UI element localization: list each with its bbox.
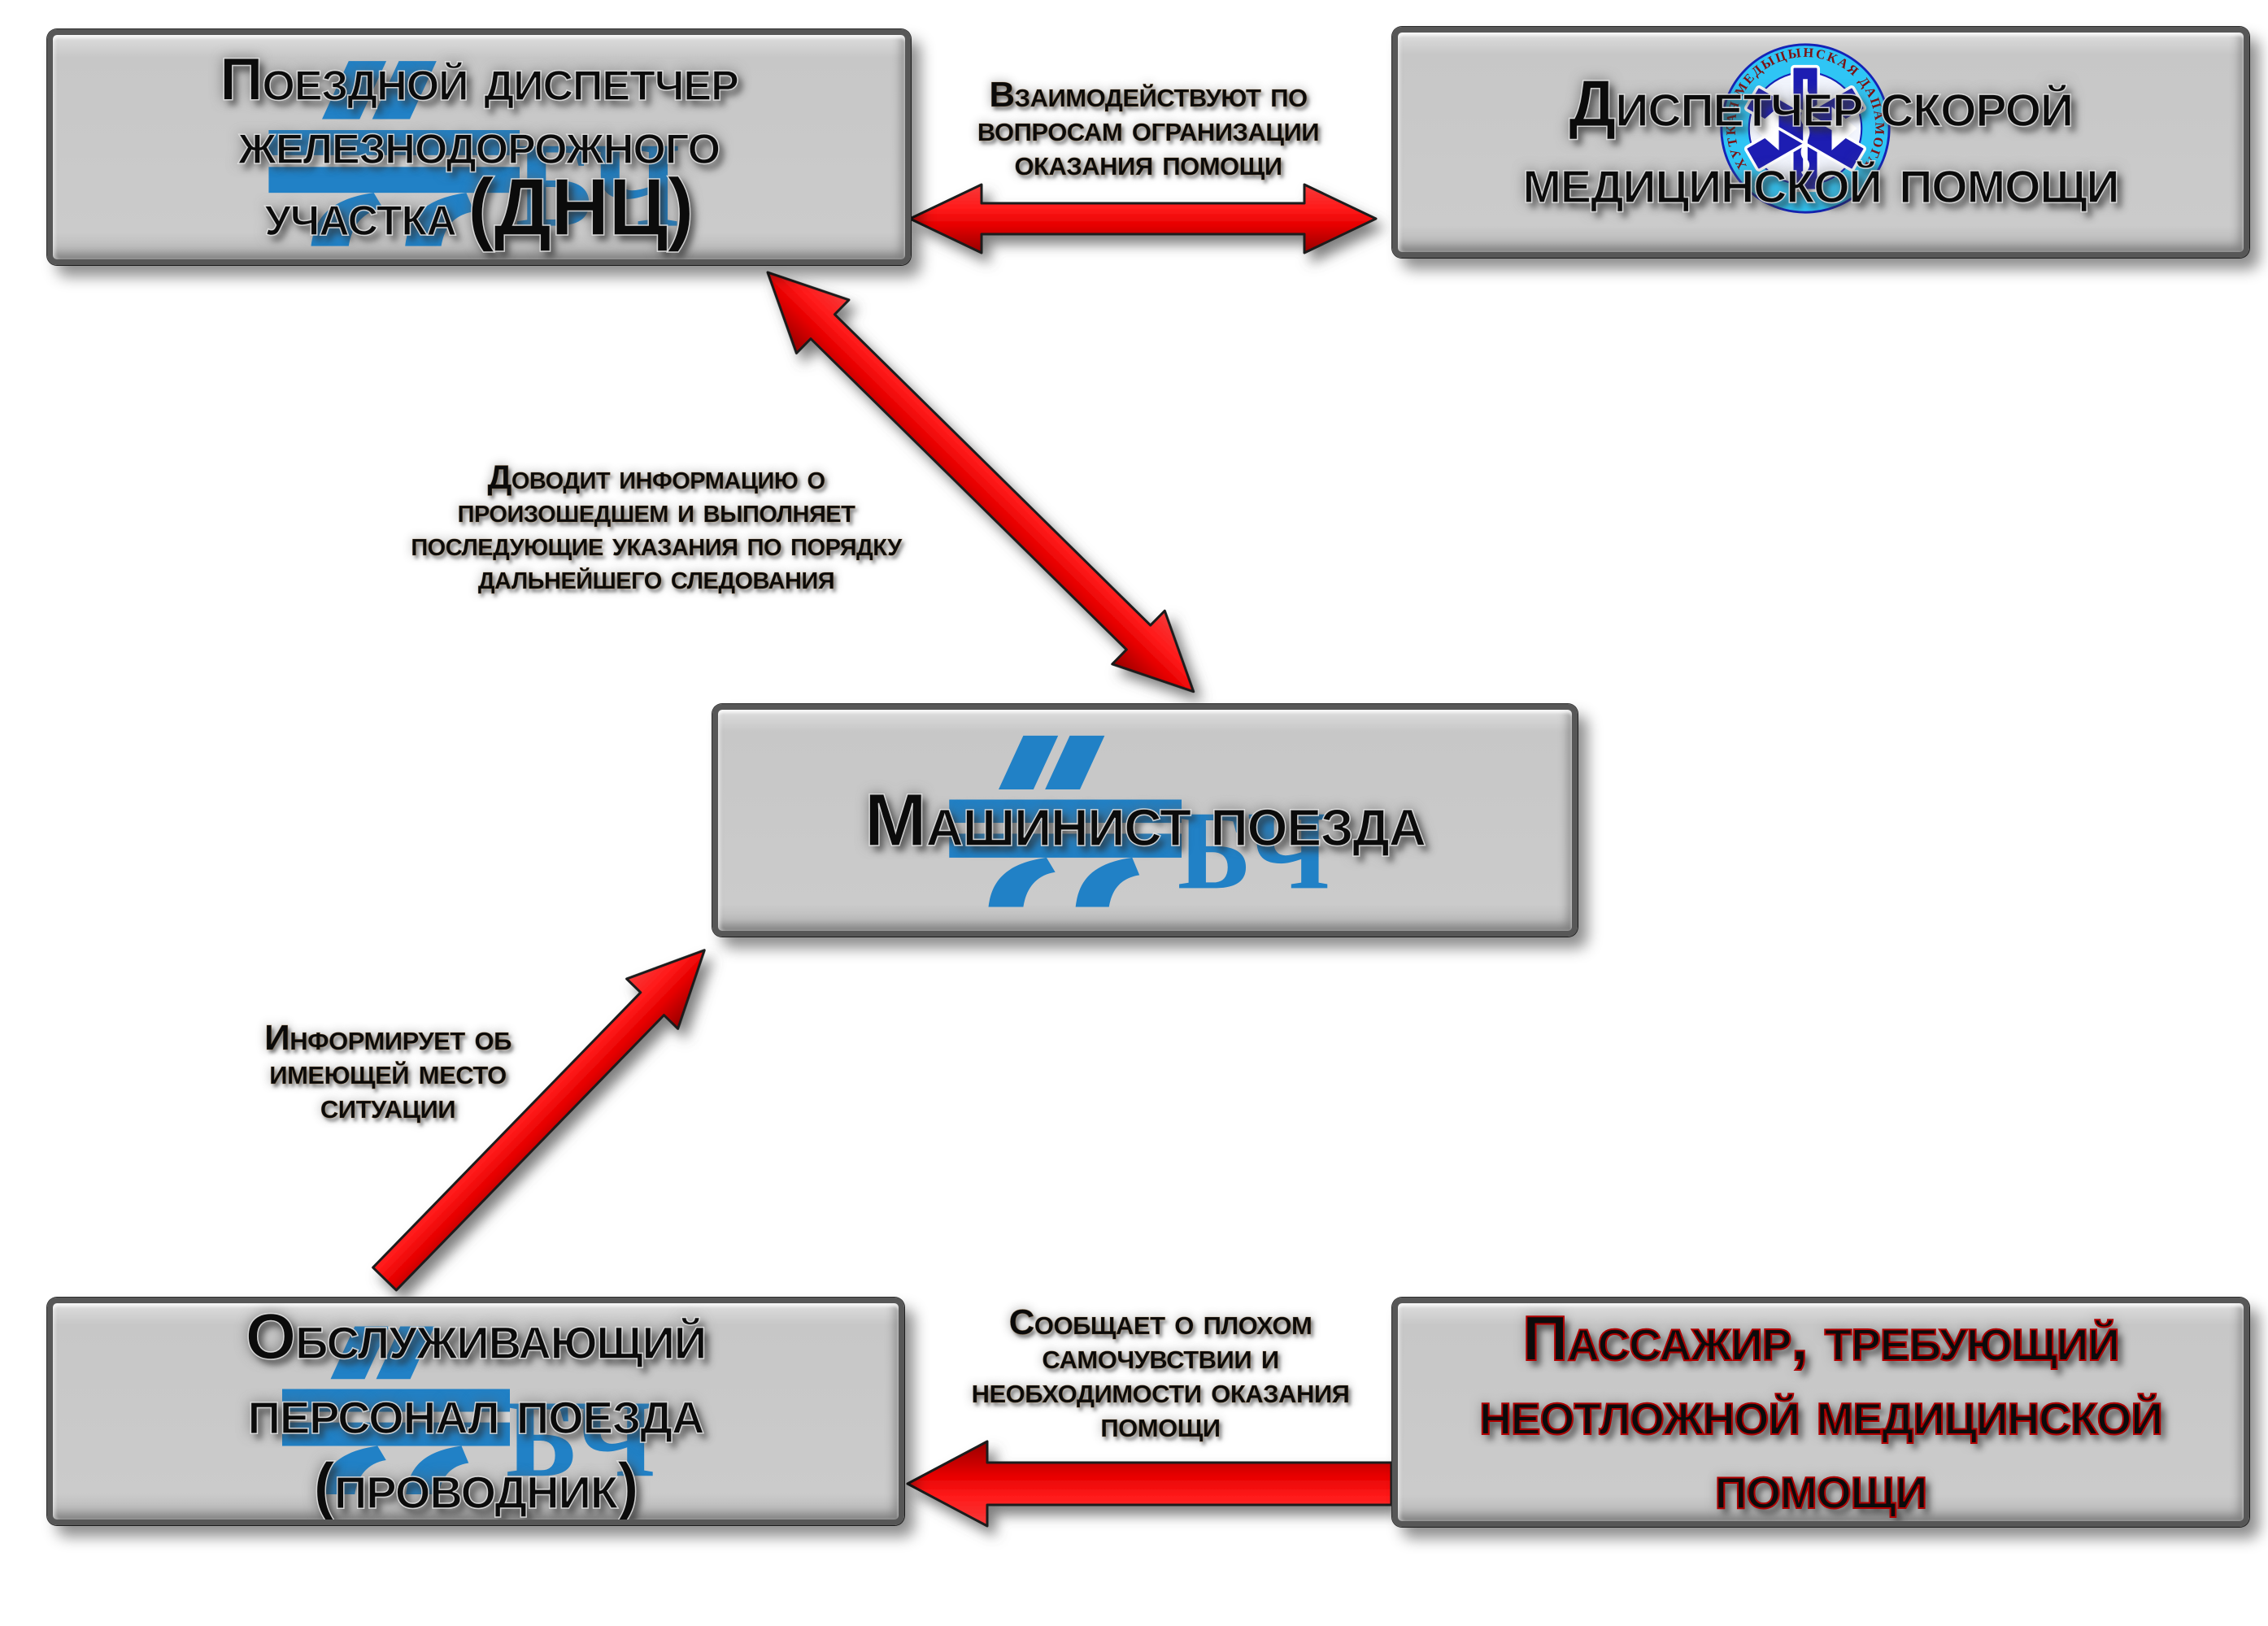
arrow-dnc-driver — [766, 271, 1195, 693]
arrow-dnc-ems — [908, 183, 1378, 254]
dnc-abbreviation: (ДНЦ) — [467, 162, 694, 253]
edge-label-crew-driver: Информирует об имеющей место ситуации — [264, 1018, 512, 1126]
node-title: Пассажир, требующий неотложной медицинск… — [1478, 1302, 2164, 1522]
node-train-dispatcher: Поездной диспетчер железнодорожного учас… — [47, 29, 911, 265]
edge-label-dnc-ems: Взаимодействуют по вопросам огранизации … — [977, 75, 1320, 183]
title-line: участка(ДНЦ) — [264, 162, 695, 253]
title-line: железнодорожного — [237, 109, 721, 177]
node-title: Диспетчер скорой медицинской помощи — [1522, 66, 2121, 218]
node-passenger: Пассажир, требующий неотложной медицинск… — [1392, 1298, 2249, 1527]
node-title: Обслуживающий персонал поезда (проводник… — [245, 1300, 707, 1522]
arrow-passenger-crew — [906, 1440, 1393, 1528]
node-train-driver: Машинист поезда — [712, 704, 1578, 937]
arrow-crew-driver — [372, 949, 706, 1292]
node-service-crew: Обслуживающий персонал поезда (проводник… — [47, 1298, 904, 1525]
edge-label-passenger-crew: Сообщает о плохом самочувствии и необход… — [971, 1302, 1350, 1445]
node-ems-dispatcher: Диспетчер скорой медицинской помощи — [1392, 27, 2249, 258]
node-title: Поездной диспетчер железнодорожного учас… — [219, 45, 739, 253]
title-line: Поездной диспетчер — [219, 45, 739, 113]
node-title: Машинист поезда — [864, 778, 1427, 863]
edge-label-dnc-driver: Доводит информацию о произошедшем и выпо… — [411, 458, 903, 596]
